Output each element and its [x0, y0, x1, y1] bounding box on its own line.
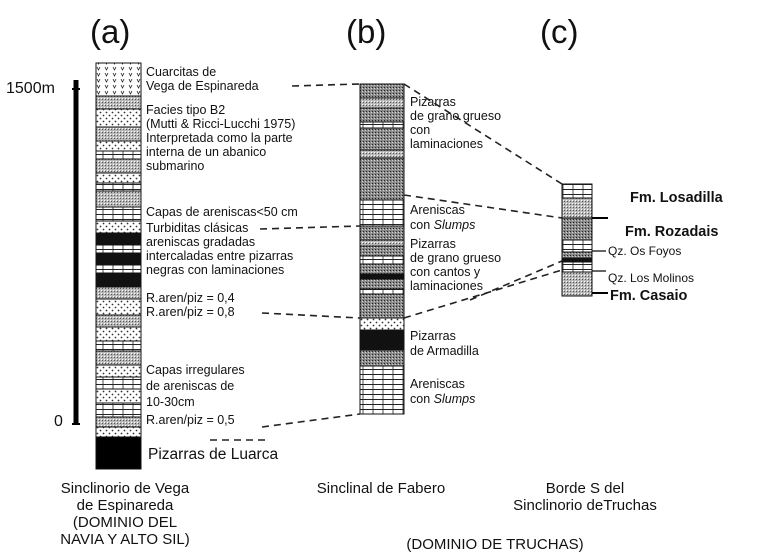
panel-label-c: (c) — [540, 13, 579, 50]
caption-a-line-2: de Espinareda — [76, 497, 174, 514]
label-a-10: areniscas gradadas — [146, 235, 256, 249]
label-a-13: R.aren/piz = 0,4 — [146, 291, 235, 305]
caption-b-line-1: Sinclinal de Fabero — [316, 480, 446, 497]
formation-casaio: Fm. Casaio — [610, 288, 688, 304]
caption-a-line-4: NAVIA Y ALTO SIL) — [60, 531, 190, 548]
label-a-15: Capas irregulares — [146, 363, 245, 377]
label-a-1: Cuarcitas de — [146, 65, 217, 79]
label-a-3: Facies tipo B2 — [146, 103, 226, 117]
label-a-11: intercaladas entre pizarras — [146, 249, 294, 263]
label-b-6: con Slumps — [410, 218, 476, 233]
label-a-6: interna de un abanico — [146, 145, 267, 159]
label-a-18: R.aren/piz = 0,5 — [146, 413, 235, 427]
label-b-14: con Slumps — [410, 392, 476, 407]
caption-a-line-1: Sinclinorio de Vega — [60, 480, 190, 497]
label-a-8: Capas de areniscas<50 cm — [146, 205, 298, 219]
formation-losadilla: Fm. Losadilla — [630, 190, 723, 206]
label-b-5: Areniscas — [410, 203, 465, 217]
caption-c-line-1: Borde S del — [545, 480, 625, 497]
label-b-13: Areniscas — [410, 377, 465, 391]
label-b-8: de grano grueso — [410, 251, 502, 265]
label-a-4: (Mutti & Ricci-Lucchi 1975) — [146, 117, 296, 131]
label-a-12: negras con laminaciones — [146, 263, 285, 277]
caption-c-line-2: Sinclinorio deTruchas — [513, 497, 657, 514]
label-a-17: 10-30cm — [146, 395, 195, 409]
caption-c: Borde S del Sinclinorio deTruchas — [500, 480, 670, 514]
quartzite-os-foyos: Qz. Os Foyos — [608, 244, 682, 258]
label-a-16: de areniscas de — [146, 379, 235, 393]
caption-a: Sinclinorio de Vega de Espinareda (DOMIN… — [40, 480, 210, 548]
label-a-14: R.aren/piz = 0,8 — [146, 305, 235, 319]
label-a-5: Interpretada como la parte — [146, 131, 293, 145]
label-b-3: con — [410, 123, 431, 137]
formation-rozadais: Fm. Rozadais — [625, 224, 719, 240]
label-b-11: Pizarras — [410, 329, 456, 343]
label-b-6-italic: Slumps — [433, 218, 476, 232]
label-b-1: Pizarras — [410, 95, 456, 109]
label-b-2: de grano grueso — [410, 109, 502, 123]
label-a-base: Pizarras de Luarca — [148, 446, 279, 463]
scale-bottom-label: 0 — [54, 413, 63, 430]
panel-label-a: (a) — [90, 13, 131, 50]
label-a-7: submarino — [146, 159, 205, 173]
caption-bc: (DOMINIO DE TRUCHAS) — [406, 536, 584, 553]
caption-b: Sinclinal de Fabero — [296, 480, 466, 497]
label-b-14-italic: Slumps — [433, 392, 476, 406]
label-b-9: con cantos y — [410, 265, 481, 279]
label-b-6-text: con — [410, 218, 434, 232]
scale-top-label: 1500m — [6, 80, 55, 97]
label-a-2: Vega de Espinareda — [146, 79, 259, 93]
label-b-10: laminaciones — [410, 279, 483, 293]
label-b-4: laminaciones — [410, 137, 483, 151]
quartzite-los-molinos: Qz. Los Molinos — [608, 271, 695, 285]
panel-label-b: (b) — [346, 13, 387, 50]
caption-a-line-3: (DOMINIO DEL — [72, 514, 178, 531]
label-b-12: de Armadilla — [410, 344, 479, 358]
label-a-9: Turbiditas clásicas — [146, 221, 249, 235]
label-b-14-text: con — [410, 392, 434, 406]
label-b-7: Pizarras — [410, 237, 456, 251]
